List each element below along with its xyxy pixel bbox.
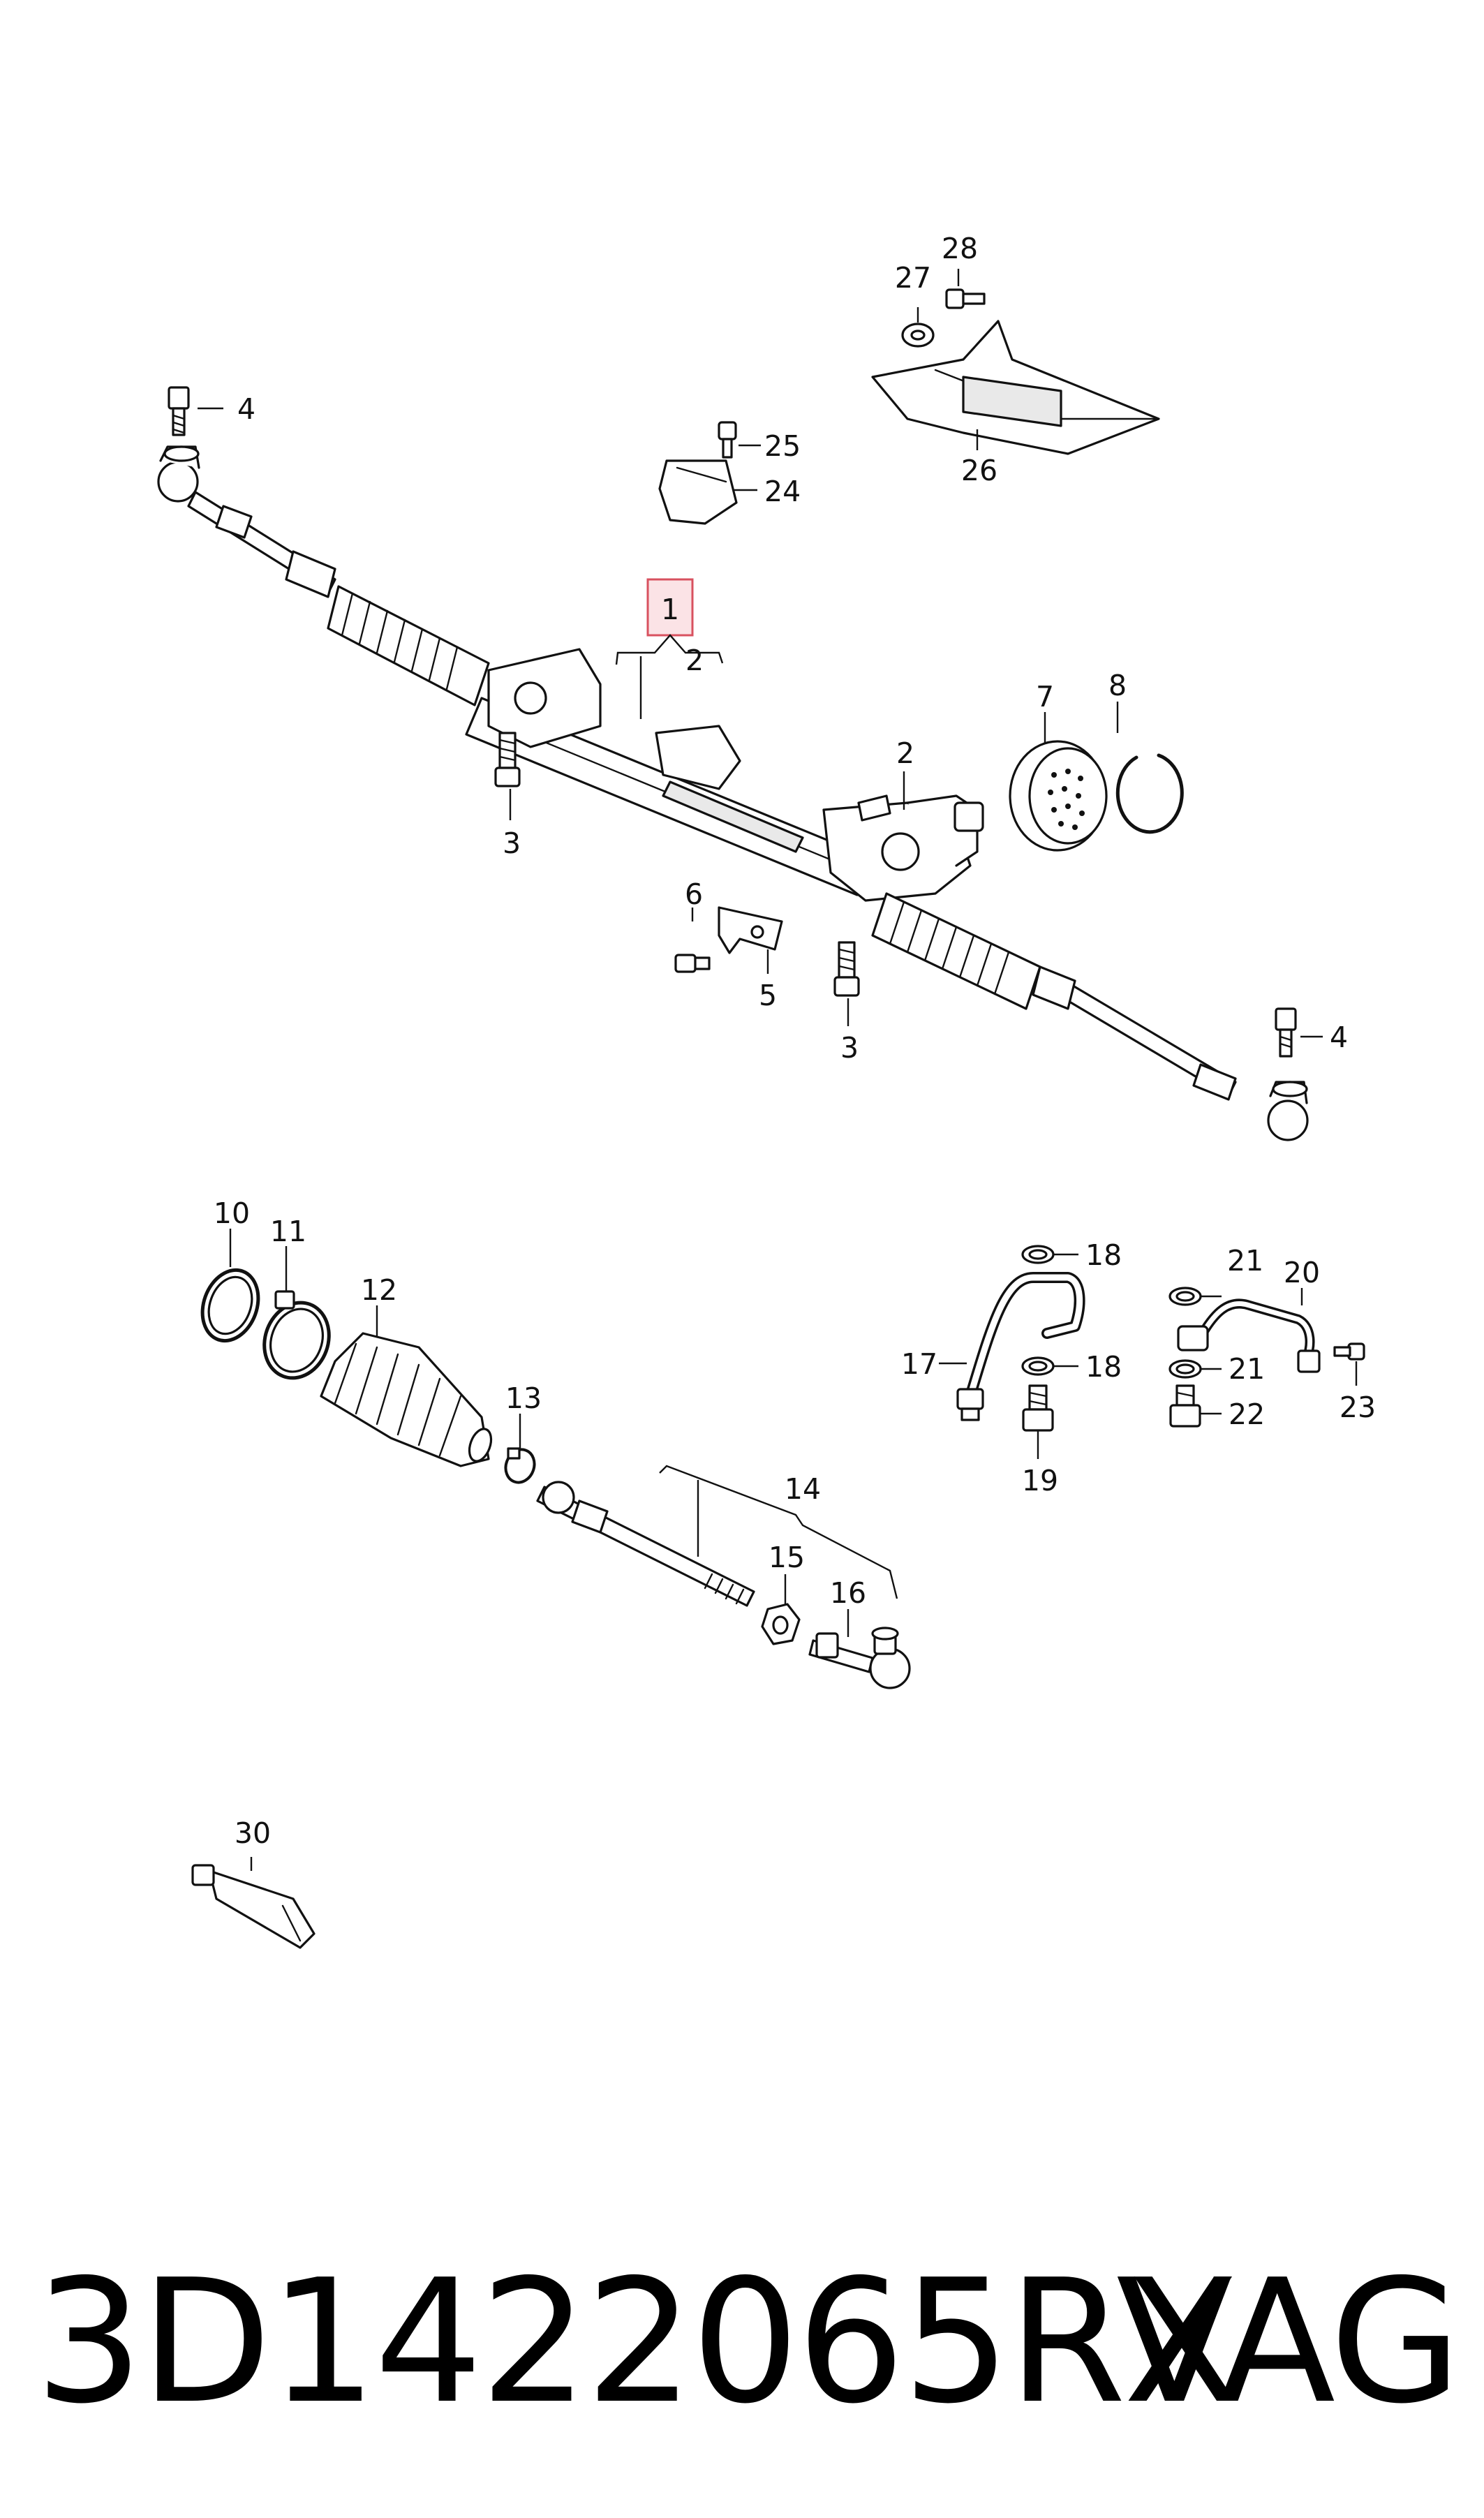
callout-5: 5 bbox=[759, 979, 777, 1012]
callout-2-bracket: 2 bbox=[685, 644, 704, 677]
washer-21-bottom bbox=[1168, 1359, 1202, 1379]
clamp-11 bbox=[262, 1290, 331, 1380]
brand-name: VAG bbox=[1115, 2243, 1462, 2441]
left-bellow bbox=[327, 585, 490, 706]
callout-15: 15 bbox=[769, 1541, 805, 1574]
o-ring-10 bbox=[200, 1268, 260, 1343]
washer-21-top bbox=[1168, 1287, 1202, 1306]
callout-25: 25 bbox=[764, 429, 801, 463]
retaining-ring-8 bbox=[1115, 753, 1184, 834]
callout-3-right: 3 bbox=[840, 1031, 859, 1065]
left-tie-rod-end bbox=[157, 445, 200, 503]
tie-rod-end-16 bbox=[808, 1627, 911, 1689]
callout-2: 2 bbox=[896, 736, 914, 770]
callout-19: 19 bbox=[1022, 1464, 1058, 1497]
heat-shield-26 bbox=[871, 320, 1160, 455]
callout-8: 8 bbox=[1108, 669, 1127, 702]
callout-4-right: 4 bbox=[1330, 1021, 1348, 1054]
callout-30: 30 bbox=[235, 1816, 271, 1850]
nut-27 bbox=[901, 323, 935, 348]
callout-20: 20 bbox=[1284, 1256, 1320, 1289]
washer-18-bottom bbox=[1021, 1356, 1055, 1376]
callout-24: 24 bbox=[764, 475, 801, 508]
pressure-line-17 bbox=[956, 1272, 1085, 1421]
bolt-3-right bbox=[833, 941, 860, 997]
callout-11: 11 bbox=[270, 1215, 306, 1248]
callout-labels: 1 2 2 3 3 4 4 5 6 7 8 10 11 12 13 14 15 … bbox=[214, 232, 1376, 1850]
return-line-20 bbox=[1177, 1298, 1321, 1373]
right-bellow bbox=[871, 892, 1041, 1010]
banjo-bolt-19 bbox=[1022, 1384, 1054, 1432]
callout-22: 22 bbox=[1229, 1398, 1265, 1431]
callout-6: 6 bbox=[685, 877, 703, 911]
bolt-4-right bbox=[1275, 1007, 1297, 1058]
callout-26: 26 bbox=[961, 454, 997, 487]
callout-27: 27 bbox=[895, 261, 931, 295]
callout-16: 16 bbox=[830, 1576, 866, 1610]
clip-13 bbox=[504, 1447, 536, 1484]
callout-10: 10 bbox=[214, 1197, 250, 1230]
washer-18-top bbox=[1021, 1245, 1055, 1264]
bolt-28 bbox=[945, 288, 986, 309]
callout-23: 23 bbox=[1340, 1391, 1376, 1424]
callout-4-left: 4 bbox=[237, 392, 255, 426]
bellow-12 bbox=[320, 1332, 493, 1467]
callout-1: 1 bbox=[661, 593, 679, 626]
callout-12: 12 bbox=[361, 1273, 397, 1307]
inner-tie-rod-14 bbox=[536, 1481, 755, 1607]
bolt-3-left bbox=[494, 732, 521, 787]
right-tie-rod-end bbox=[1267, 1081, 1309, 1141]
callout-21-top: 21 bbox=[1227, 1244, 1263, 1277]
grease-tube-30 bbox=[191, 1864, 316, 1949]
bolt-6 bbox=[674, 954, 711, 973]
bolt-23 bbox=[1333, 1342, 1365, 1361]
callout-13: 13 bbox=[505, 1382, 542, 1415]
bolt-4-left bbox=[168, 386, 190, 436]
banjo-bolt-22 bbox=[1169, 1384, 1201, 1428]
nut-15 bbox=[761, 1603, 801, 1645]
steering-rack-assembly bbox=[157, 445, 1309, 1141]
bracket-5 bbox=[718, 906, 783, 954]
leader-lines bbox=[198, 269, 1358, 1871]
callout-21-bottom: 21 bbox=[1229, 1352, 1265, 1386]
callout-3-left: 3 bbox=[503, 827, 521, 860]
cover-7 bbox=[1009, 740, 1108, 852]
part-number: 3D1422065RX bbox=[35, 2243, 1240, 2441]
callout-18-bottom: 18 bbox=[1085, 1350, 1122, 1384]
bolt-25 bbox=[718, 421, 737, 459]
footer: 3D1422065RX VAG bbox=[0, 2227, 1484, 2457]
callout-28: 28 bbox=[942, 232, 978, 265]
clip-24 bbox=[658, 459, 738, 525]
callout-14: 14 bbox=[785, 1472, 821, 1506]
callout-18-top: 18 bbox=[1085, 1238, 1122, 1272]
callout-7: 7 bbox=[1036, 680, 1054, 713]
callout-17: 17 bbox=[901, 1347, 937, 1381]
